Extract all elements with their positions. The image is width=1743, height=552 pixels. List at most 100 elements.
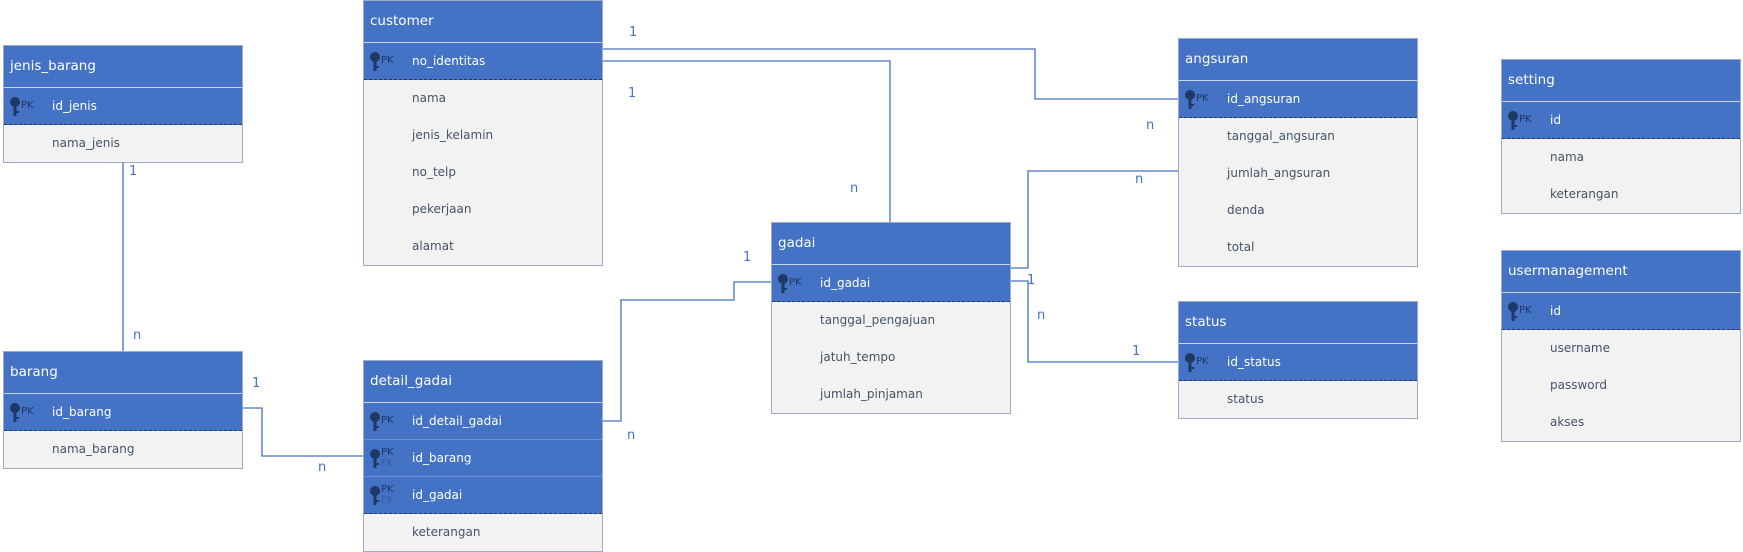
card-gadai-status: 1 (1027, 273, 1036, 288)
key-icon (10, 97, 20, 116)
field-name: id_angsuran (1227, 92, 1301, 106)
key-tag: PK (381, 55, 394, 66)
key-tag: PK (1196, 356, 1209, 367)
field-row[interactable]: PK id_barang (4, 394, 242, 431)
field-name: total (1227, 240, 1255, 254)
field-name: nama (412, 91, 447, 105)
entity-title: setting (1502, 60, 1740, 102)
field-name: nama (1550, 150, 1585, 164)
field-name: tanggal_pengajuan (820, 313, 936, 327)
field-row[interactable]: PK id_status (1179, 344, 1417, 381)
card-gadai-detail: 1 (743, 250, 752, 265)
card-angsuran-customer: n (1146, 118, 1155, 133)
field-name: nama_barang (52, 442, 135, 456)
field-row[interactable]: PK id_detail_gadai (364, 403, 602, 440)
field-row[interactable]: akses (1502, 404, 1740, 441)
card-barang-detail: 1 (252, 376, 261, 391)
field-row[interactable]: status (1179, 381, 1417, 418)
field-name: id_gadai (820, 276, 871, 290)
entity-detail-gadai[interactable]: detail_gadai PK id_detail_gadai PK FK id… (363, 360, 603, 552)
field-name: no_telp (412, 165, 456, 179)
card-gadai-customer: n (850, 181, 859, 196)
field-row[interactable]: tanggal_pengajuan (772, 302, 1010, 339)
field-row[interactable]: PK id_gadai (772, 265, 1010, 302)
entity-gadai[interactable]: gadai PK id_gadai tanggal_pengajuan jatu… (771, 222, 1011, 414)
key-icon (1508, 302, 1518, 321)
field-row[interactable]: tanggal_angsuran (1179, 118, 1417, 155)
field-row[interactable]: PK id (1502, 102, 1740, 139)
key-icon (1508, 111, 1518, 130)
field-row[interactable]: denda (1179, 192, 1417, 229)
card-barang-jenis: n (133, 328, 142, 343)
key-icon (370, 449, 380, 468)
field-row[interactable]: jatuh_tempo (772, 339, 1010, 376)
entity-title: usermanagement (1502, 251, 1740, 293)
card-detail-barang: n (318, 460, 327, 475)
field-row[interactable]: jenis_kelamin (364, 117, 602, 154)
field-row[interactable]: PK id_jenis (4, 88, 242, 125)
entity-angsuran[interactable]: angsuran PK id_angsuran tanggal_angsuran… (1178, 38, 1418, 267)
line-gadai-angsuran (1010, 170, 1178, 269)
key-icon (370, 486, 380, 505)
entity-jenis-barang[interactable]: jenis_barang PK id_jenis nama_jenis (3, 45, 243, 163)
entity-status[interactable]: status PK id_status status (1178, 301, 1418, 419)
field-row[interactable]: jumlah_angsuran (1179, 155, 1417, 192)
card-detail-gadai: n (627, 428, 636, 443)
field-name: id_jenis (52, 99, 97, 113)
entity-customer[interactable]: customer PK no_identitas nama jenis_kela… (363, 0, 603, 266)
field-row[interactable]: PK id (1502, 293, 1740, 330)
field-row[interactable]: jumlah_pinjaman (772, 376, 1010, 413)
field-name: jenis_kelamin (412, 128, 494, 142)
field-row[interactable]: pekerjaan (364, 191, 602, 228)
key-tag: PK (1519, 305, 1532, 316)
field-row[interactable]: PK no_identitas (364, 43, 602, 80)
line-gadai-status (1010, 280, 1178, 363)
key-icon (370, 52, 380, 71)
key-icon (370, 412, 380, 431)
card-status-gadai: 1 (1132, 344, 1141, 359)
field-name: id_detail_gadai (412, 414, 502, 428)
field-row[interactable]: nama (364, 80, 602, 117)
field-name: jumlah_angsuran (1227, 166, 1331, 180)
key-icon (1185, 90, 1195, 109)
entity-title: status (1179, 302, 1417, 344)
entity-barang[interactable]: barang PK id_barang nama_barang (3, 351, 243, 469)
field-name: denda (1227, 203, 1265, 217)
field-row[interactable]: PK id_angsuran (1179, 81, 1417, 118)
field-row[interactable]: nama (1502, 139, 1740, 176)
key-icon (10, 403, 20, 422)
field-row[interactable]: password (1502, 367, 1740, 404)
field-row[interactable]: total (1179, 229, 1417, 266)
card-customer-gadai: 1 (628, 86, 637, 101)
field-row[interactable]: nama_barang (4, 431, 242, 468)
entity-setting[interactable]: setting PK id nama keterangan (1501, 59, 1741, 214)
field-row[interactable]: PK FK id_barang (364, 440, 602, 477)
field-row[interactable]: keterangan (1502, 176, 1740, 213)
key-tag: PK (381, 484, 394, 495)
line-detail-gadai (602, 281, 771, 422)
key-tag: PK (21, 406, 34, 417)
foreign-key-tag: FK (381, 458, 394, 469)
field-name: status (1227, 392, 1264, 406)
foreign-key-tag: FK (381, 495, 394, 506)
field-row[interactable]: nama_jenis (4, 125, 242, 162)
field-name: jumlah_pinjaman (820, 387, 923, 401)
field-name: id_barang (412, 451, 472, 465)
card-angsuran-gadai: n (1135, 172, 1144, 187)
field-row[interactable]: alamat (364, 228, 602, 265)
field-row[interactable]: PK FK id_gadai (364, 477, 602, 514)
field-name: tanggal_angsuran (1227, 129, 1335, 143)
field-name: username (1550, 341, 1610, 355)
field-name: keterangan (1550, 187, 1619, 201)
entity-usermanagement[interactable]: usermanagement PK id username password a… (1501, 250, 1741, 442)
key-tag: PK (789, 277, 802, 288)
field-row[interactable]: keterangan (364, 514, 602, 551)
field-row[interactable]: no_telp (364, 154, 602, 191)
line-customer-angsuran (601, 48, 1178, 100)
field-row[interactable]: username (1502, 330, 1740, 367)
entity-title: jenis_barang (4, 46, 242, 88)
field-name: id (1550, 304, 1561, 318)
card-gadai-status-many: n (1037, 308, 1046, 323)
field-name: keterangan (412, 525, 481, 539)
